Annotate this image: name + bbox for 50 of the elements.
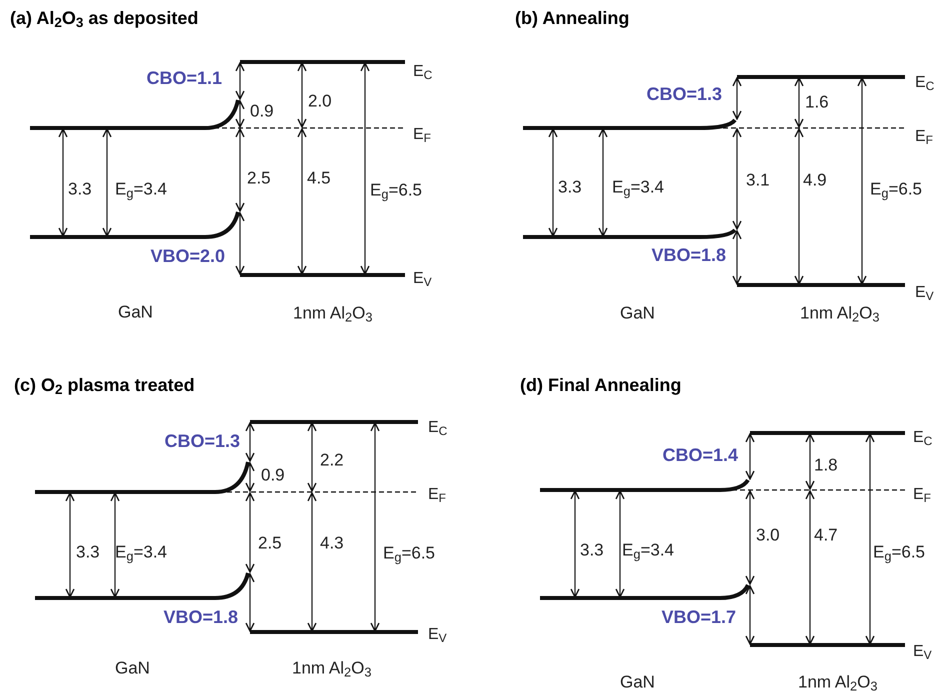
energy-value-label: 4.7 — [814, 526, 838, 544]
panel-title: (b) Annealing — [515, 9, 630, 27]
material-label: 1nm Al$_{2}$O$_{3}$ — [292, 660, 372, 676]
energy-level-label: E$_{V}$ — [428, 627, 447, 643]
energy-level-label: E$_{V}$ — [413, 271, 432, 287]
material-label: GaN — [620, 304, 655, 322]
panel-title: (a) Al$_{2}$O$_{3}$ as deposited — [10, 9, 198, 27]
energy-value-label: 2.5 — [247, 170, 271, 186]
energy-level-label: E$_{C}$ — [413, 64, 432, 80]
band-offset-label: CBO=1.3 — [164, 432, 240, 450]
material-label: GaN — [118, 304, 153, 320]
energy-value-label: 3.3 — [76, 544, 100, 560]
energy-value-label: 4.3 — [320, 534, 344, 552]
energy-level-label: E$_{V}$ — [913, 644, 932, 660]
material-label: GaN — [620, 674, 655, 690]
energy-value-label: 2.2 — [320, 452, 344, 468]
energy-level-label: E$_{C}$ — [913, 430, 932, 446]
energy-value-label: 3.3 — [558, 178, 582, 196]
band-offset-label: VBO=2.0 — [150, 247, 225, 265]
band-offset-label: CBO=1.3 — [646, 85, 722, 103]
energy-value-label: 3.0 — [756, 526, 780, 544]
energy-level-label: E$_{F}$ — [413, 127, 432, 143]
panel-title: (c) O$_{2}$ plasma treated — [14, 376, 195, 394]
energy-value-label: 4.9 — [803, 172, 827, 188]
energy-level-label: E$_{C}$ — [428, 420, 448, 436]
material-label: 1nm Al$_{2}$O$_{3}$ — [798, 674, 878, 690]
band-offset-label: VBO=1.7 — [661, 608, 736, 626]
energy-value-label: 3.3 — [580, 542, 604, 558]
energy-value-label: 0.9 — [261, 466, 285, 484]
energy-level-label: E$_{C}$ — [915, 75, 934, 91]
energy-level-label: E$_{F}$ — [913, 487, 932, 503]
energy-level-label: E$_{V}$ — [915, 285, 934, 301]
panel-title: (d) Final Annealing — [520, 376, 682, 394]
energy-value-label: 0.9 — [250, 102, 274, 120]
energy-value-label: 3.1 — [746, 172, 770, 188]
energy-value-label: 1.8 — [814, 456, 838, 474]
energy-value-label: 4.5 — [307, 170, 331, 186]
energy-value-label: 2.0 — [308, 92, 332, 110]
energy-value-label: 3.3 — [68, 180, 92, 198]
energy-value-label: 1.6 — [805, 94, 829, 110]
energy-value-label: 2.5 — [258, 534, 282, 552]
band-offset-label: CBO=1.4 — [662, 446, 738, 464]
material-label: GaN — [115, 660, 150, 676]
material-label: 1nm Al$_{2}$O$_{3}$ — [293, 304, 372, 322]
band-offset-label: VBO=1.8 — [651, 246, 726, 264]
band-offset-label: CBO=1.1 — [146, 69, 222, 87]
energy-level-label: E$_{F}$ — [428, 487, 446, 503]
band-offset-label: VBO=1.8 — [163, 608, 238, 626]
material-label: 1nm Al$_{2}$O$_{3}$ — [800, 304, 880, 322]
energy-level-label: E$_{F}$ — [915, 129, 934, 145]
